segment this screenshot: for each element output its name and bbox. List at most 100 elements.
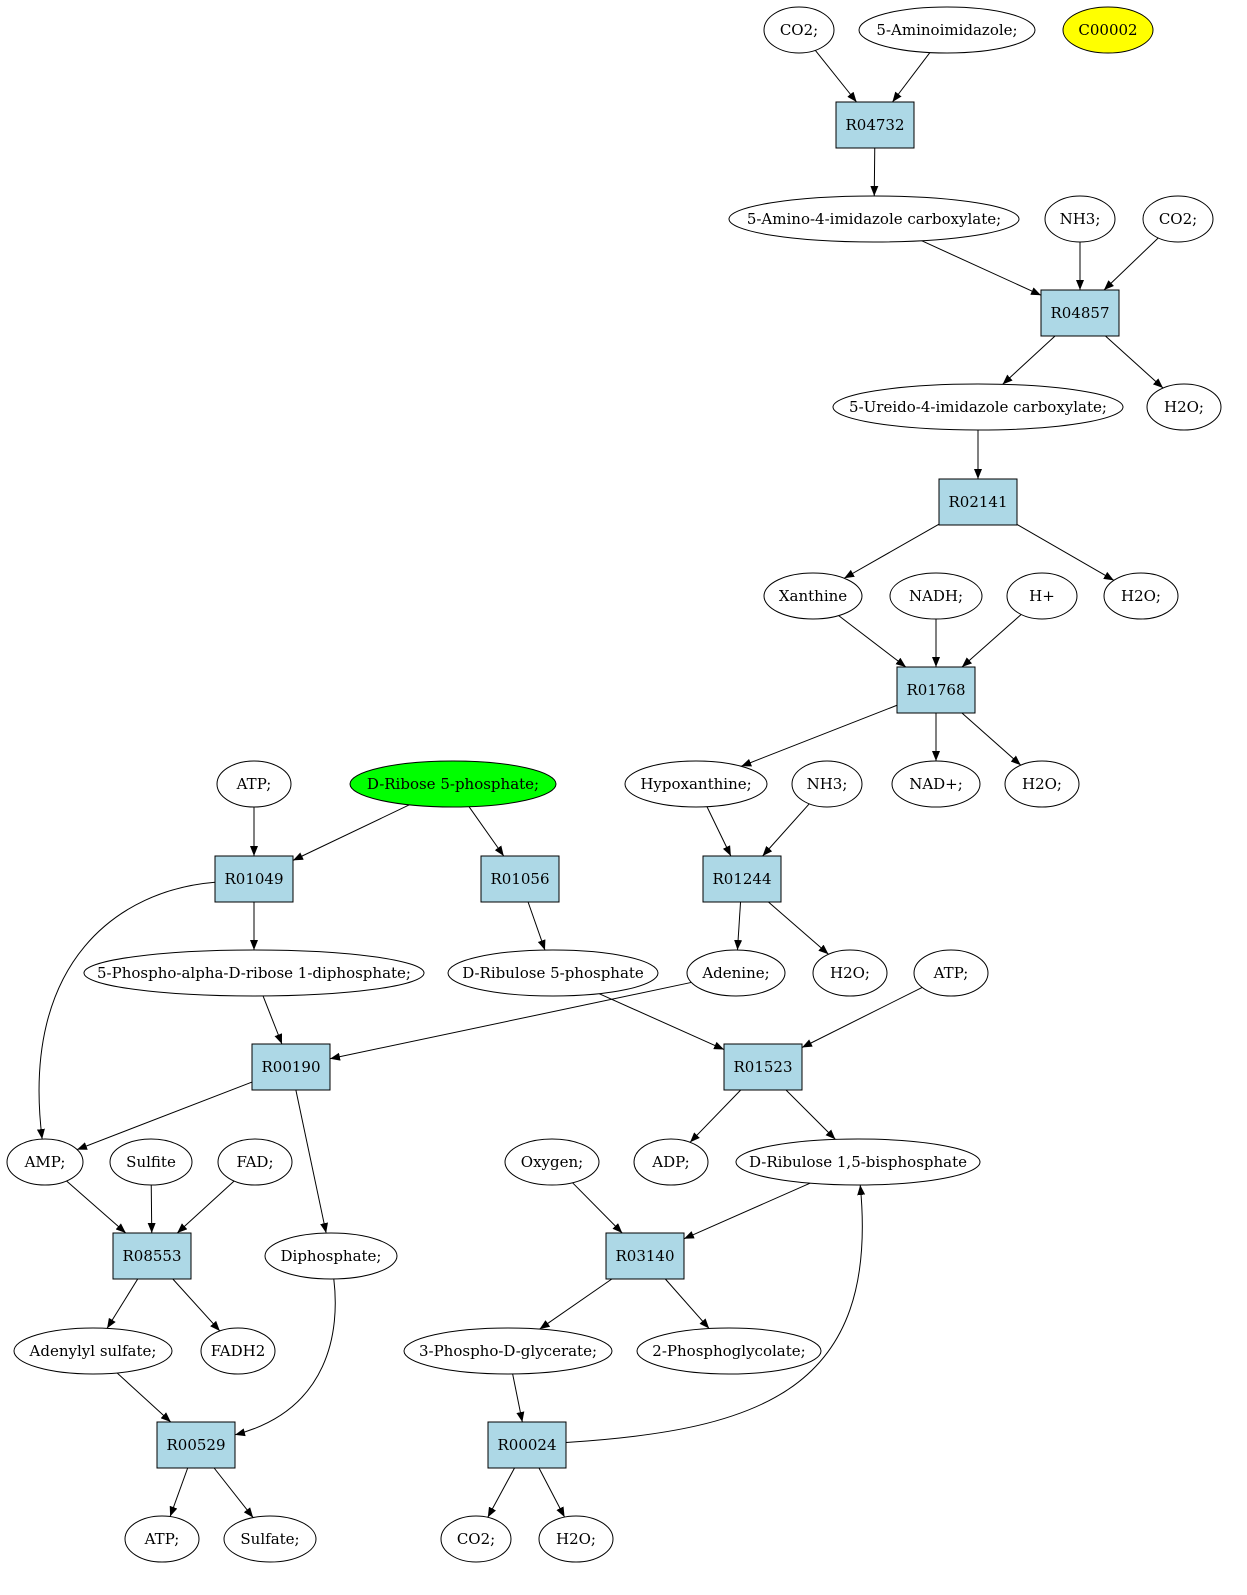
compound-ellipse — [1062, 6, 1154, 54]
edge-r_R08553-to-c_aps — [106, 1278, 139, 1329]
reaction-node-r_R04857[interactable]: R04857 — [1040, 289, 1120, 337]
reaction-node-r_R01768[interactable]: R01768 — [896, 666, 976, 714]
compound-ellipse — [858, 6, 1036, 54]
compound-node-c_sulfate[interactable]: Sulfate; — [223, 1515, 317, 1563]
compound-node-c_h2o_4[interactable]: H2O; — [812, 949, 888, 997]
node-label: Hypoxanthine; — [640, 775, 751, 793]
node-label: R00024 — [497, 1436, 556, 1454]
compound-ellipse — [200, 1327, 276, 1375]
compound-node-c_ru5p[interactable]: D-Ribulose 5-phosphate — [447, 949, 659, 997]
compound-ellipse — [791, 760, 863, 808]
edge-c_co2_1-to-r_R04732 — [814, 50, 857, 103]
compound-ellipse — [686, 949, 786, 997]
compound-node-c_diphos[interactable]: Diphosphate; — [264, 1232, 398, 1280]
node-label: Adenine; — [701, 964, 769, 982]
compound-node-c_h2o_1[interactable]: H2O; — [1146, 383, 1222, 431]
compound-node-c_aps[interactable]: Adenylyl sulfate; — [13, 1327, 173, 1375]
compound-node-c_h2o_3[interactable]: H2O; — [1004, 760, 1080, 808]
edge-r_R01049-to-c_amp — [36, 881, 216, 1140]
compound-ellipse — [403, 1327, 613, 1375]
compound-node-c_sulfite[interactable]: Sulfite — [109, 1138, 193, 1186]
compound-node-c_co2_2[interactable]: CO2; — [1142, 195, 1214, 243]
node-label: R02141 — [948, 493, 1007, 511]
edge-r_R02141-to-c_xanthine — [843, 523, 940, 579]
node-label: D-Ribulose 1,5-bisphosphate — [749, 1153, 967, 1171]
compound-node-c_atp_3[interactable]: ATP; — [124, 1515, 200, 1563]
node-label: 5-Amino-4-imidazole carboxylate; — [747, 210, 1001, 228]
compound-ellipse — [504, 1138, 600, 1186]
reaction-node-r_R01049[interactable]: R01049 — [214, 855, 294, 903]
node-label: NH3; — [807, 775, 848, 793]
compound-node-c_3pg[interactable]: 3-Phospho-D-glycerate; — [403, 1327, 613, 1375]
compound-ellipse — [728, 195, 1020, 243]
compound-node-c_co2_3[interactable]: CO2; — [440, 1515, 512, 1563]
compound-node-c_h2o_2[interactable]: H2O; — [1103, 572, 1179, 620]
compound-node-c_co2_1[interactable]: CO2; — [763, 6, 835, 54]
node-label: ATP; — [933, 964, 969, 982]
compound-node-c_aica[interactable]: 5-Amino-4-imidazole carboxylate; — [728, 195, 1020, 243]
reaction-node-r_R03140[interactable]: R03140 — [605, 1232, 685, 1280]
edge-c_aminoimid-to-r_R04732 — [892, 52, 931, 103]
reaction-box — [896, 666, 976, 714]
compound-node-c_r5p[interactable]: D-Ribose 5-phosphate; — [349, 760, 557, 808]
compound-node-c_fadh2[interactable]: FADH2 — [200, 1327, 276, 1375]
reaction-node-r_R00190[interactable]: R00190 — [251, 1043, 331, 1091]
edge-r_R04857-to-c_uica — [1002, 335, 1056, 385]
reaction-box — [1040, 289, 1120, 337]
compound-node-c_atp_1[interactable]: ATP; — [216, 760, 292, 808]
compound-node-c_atp_2[interactable]: ATP; — [913, 949, 989, 997]
compound-node-c_hypox[interactable]: Hypoxanthine; — [624, 760, 768, 808]
edges-layer — [36, 50, 1164, 1518]
compound-node-c_adenine[interactable]: Adenine; — [686, 949, 786, 997]
node-label: NADH; — [909, 587, 963, 605]
edge-c_hypox-to-r_R01244 — [706, 806, 732, 857]
compound-node-c_xanthine[interactable]: Xanthine — [763, 572, 863, 620]
reaction-node-r_R01523[interactable]: R01523 — [723, 1043, 803, 1091]
compound-node-c_2pglyc[interactable]: 2-Phosphoglycolate; — [636, 1327, 822, 1375]
edge-c_amp-to-r_R08553 — [66, 1180, 127, 1234]
compound-node-c_h2o_5[interactable]: H2O; — [538, 1515, 614, 1563]
compound-ellipse — [812, 949, 888, 997]
compound-node-c_rubp[interactable]: D-Ribulose 1,5-bisphosphate — [735, 1138, 981, 1186]
reaction-node-r_R01056[interactable]: R01056 — [480, 855, 560, 903]
compound-node-c_adp[interactable]: ADP; — [633, 1138, 709, 1186]
edge-r_R01523-to-c_rubp — [785, 1089, 836, 1140]
node-label: 2-Phosphoglycolate; — [652, 1342, 805, 1360]
compound-node-c_fad[interactable]: FAD; — [217, 1138, 293, 1186]
node-label: R01056 — [490, 870, 549, 888]
reaction-node-r_R08553[interactable]: R08553 — [112, 1232, 192, 1280]
compound-node-c_nadplus[interactable]: NAD+; — [891, 760, 981, 808]
compound-ellipse — [223, 1515, 317, 1563]
reaction-node-r_R02141[interactable]: R02141 — [938, 478, 1018, 526]
compound-ellipse — [636, 1327, 822, 1375]
compound-node-c_nh3_2[interactable]: NH3; — [791, 760, 863, 808]
edge-c_r5p-to-r_R01049 — [292, 804, 410, 861]
compound-node-c_c00002[interactable]: C00002 — [1062, 6, 1154, 54]
compound-node-c_uica[interactable]: 5-Ureido-4-imidazole carboxylate; — [832, 383, 1124, 431]
compound-ellipse — [624, 760, 768, 808]
node-label: NAD+; — [909, 775, 963, 793]
edge-c_rubp-to-r_R03140 — [683, 1182, 811, 1240]
compound-node-c_nadh[interactable]: NADH; — [889, 572, 983, 620]
compound-node-c_amp[interactable]: AMP; — [6, 1138, 84, 1186]
edge-r_R00529-to-c_sulfate — [213, 1467, 254, 1518]
reaction-node-r_R01244[interactable]: R01244 — [702, 855, 782, 903]
compound-node-c_aminoimid[interactable]: 5-Aminoimidazole; — [858, 6, 1036, 54]
edge-r_R01768-to-c_hypox — [741, 704, 898, 767]
compound-node-c_prpp[interactable]: 5-Phospho-alpha-D-ribose 1-diphosphate; — [83, 949, 425, 997]
node-label: 5-Aminoimidazole; — [876, 21, 1017, 39]
node-label: C00002 — [1078, 21, 1137, 39]
reaction-node-r_R04732[interactable]: R04732 — [835, 101, 915, 149]
reaction-box — [214, 855, 294, 903]
compound-node-c_nh3_1[interactable]: NH3; — [1044, 195, 1116, 243]
node-label: FAD; — [236, 1153, 273, 1171]
compound-node-c_oxygen[interactable]: Oxygen; — [504, 1138, 600, 1186]
reaction-node-r_R00529[interactable]: R00529 — [156, 1421, 236, 1469]
edge-r_R00024-to-c_rubp — [565, 1184, 866, 1443]
compound-node-c_hplus[interactable]: H+ — [1006, 572, 1078, 620]
compound-ellipse — [1146, 383, 1222, 431]
edge-r_R01056-to-c_ru5p — [527, 901, 546, 951]
reaction-node-r_R00024[interactable]: R00024 — [487, 1421, 567, 1469]
node-label: 3-Phospho-D-glycerate; — [419, 1342, 597, 1360]
